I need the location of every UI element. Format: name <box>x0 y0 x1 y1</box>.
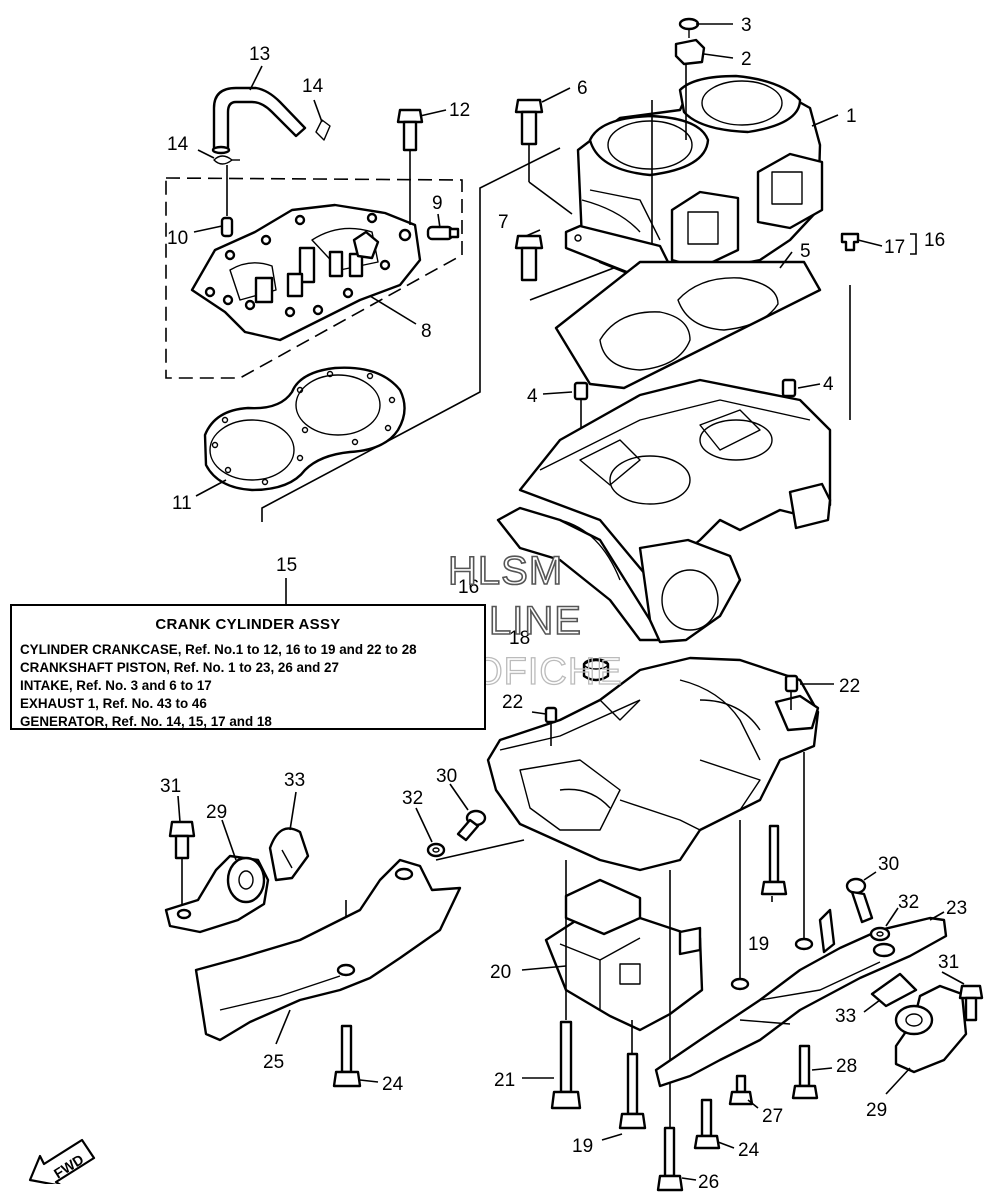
callout-30-right: 30 <box>878 854 899 875</box>
callout-4-left: 4 <box>527 386 538 407</box>
callout-31-right: 31 <box>938 952 959 973</box>
callout-29-left: 29 <box>206 802 227 823</box>
clip-14-lower <box>213 155 240 165</box>
callout-24-lower: 24 <box>738 1140 760 1161</box>
callout-22-right: 22 <box>839 676 860 697</box>
assembly-line-intake: INTAKE, Ref. No. 3 and 6 to 17 <box>20 678 212 693</box>
callout-17: 17 <box>884 237 905 258</box>
engine-mount-25 <box>194 858 462 1042</box>
callout-6: 6 <box>577 78 588 99</box>
assembly-title: CRANK CYLINDER ASSY <box>155 616 341 633</box>
hose-13 <box>211 86 307 155</box>
bolt-21 <box>550 1020 582 1110</box>
bolt-31-left <box>168 820 196 906</box>
nipple-10 <box>220 165 234 238</box>
callout-1: 1 <box>846 106 857 127</box>
plug-17 <box>840 232 860 252</box>
callout-23: 23 <box>946 898 967 919</box>
screw-3 <box>678 17 700 38</box>
watermark-line-1: HLSM <box>448 549 563 593</box>
bolt-6 <box>514 98 573 215</box>
callout-29-right: 29 <box>866 1100 887 1121</box>
callout-19-lower: 19 <box>572 1136 593 1157</box>
callout-30-left: 30 <box>436 766 457 787</box>
crankcase-lower <box>486 656 820 872</box>
callout-3: 3 <box>741 15 752 36</box>
callout-10: 10 <box>167 228 188 249</box>
engine-mount-23 <box>654 908 948 1088</box>
callout-11: 11 <box>172 493 192 514</box>
washer-32-right <box>869 926 891 942</box>
callout-4-right: 4 <box>823 374 834 395</box>
clip-14-upper <box>315 119 331 141</box>
fwd-arrow-icon: FWD <box>28 1138 96 1184</box>
callout-18: 18 <box>509 628 530 649</box>
callout-21: 21 <box>494 1070 515 1091</box>
gasket-5 <box>554 260 822 390</box>
callout-12: 12 <box>449 100 470 121</box>
cover-8 <box>190 203 422 342</box>
stopper-33-left <box>268 827 310 882</box>
bolt-26 <box>656 1126 684 1192</box>
stopper-33-right <box>870 972 918 1008</box>
bolt-12 <box>396 108 424 225</box>
bolt-31-right <box>958 984 984 1022</box>
callout-2: 2 <box>741 49 752 70</box>
bracket-16-17 <box>910 233 917 255</box>
joint-9 <box>426 225 460 241</box>
dowel-22-left <box>544 706 558 746</box>
callout-5: 5 <box>800 241 811 262</box>
seal-18 <box>582 658 610 682</box>
bolt-30-right <box>845 877 874 924</box>
callout-19-upper: 19 <box>748 934 769 955</box>
assembly-line-exhaust: EXHAUST 1, Ref. No. 43 to 46 <box>20 696 207 711</box>
callout-7: 7 <box>498 212 509 233</box>
callout-28: 28 <box>836 1056 857 1077</box>
cover-20 <box>544 878 704 1032</box>
callout-24-left: 24 <box>382 1074 404 1095</box>
callout-16-top: 16 <box>924 230 945 251</box>
bolt-19-lower <box>618 1052 647 1130</box>
crankcase-upper <box>496 378 832 644</box>
callout-33-right: 33 <box>835 1006 856 1027</box>
callout-22-left: 22 <box>502 692 523 713</box>
dowel-22-right <box>784 674 799 710</box>
cylinder-1 <box>576 60 824 284</box>
gasket-11 <box>203 366 406 492</box>
callout-33-left: 33 <box>284 770 305 791</box>
washer-32-left <box>426 842 446 858</box>
bolt-24-lower <box>693 1098 721 1150</box>
mount-rubber-29-left <box>164 854 270 934</box>
plug-2 <box>674 38 706 66</box>
assembly-line-generator: GENERATOR, Ref. No. 14, 15, 17 and 18 <box>20 714 272 729</box>
callout-15: 15 <box>276 555 297 576</box>
callout-20: 20 <box>490 962 511 983</box>
callout-32-left: 32 <box>402 788 423 809</box>
bolt-30-left <box>456 809 487 842</box>
assembly-line-crankshaft-piston: CRANKSHAFT PISTON, Ref. No. 1 to 23, 26 … <box>20 660 339 675</box>
mount-rubber-29-right <box>894 984 968 1074</box>
callout-8: 8 <box>421 321 432 342</box>
callout-32-right: 32 <box>898 892 919 913</box>
callout-25: 25 <box>263 1052 284 1073</box>
callout-14-upper: 14 <box>302 76 324 97</box>
assembly-line-cylinder-crankcase: CYLINDER CRANKCASE, Ref. No.1 to 12, 16 … <box>20 642 417 657</box>
callout-16-mid: 16 <box>458 577 479 598</box>
leader-lines <box>177 23 965 1181</box>
callout-9: 9 <box>432 193 443 214</box>
bolt-24-left <box>332 1024 362 1088</box>
callout-26: 26 <box>698 1172 719 1193</box>
callout-27: 27 <box>762 1106 783 1127</box>
bolt-28 <box>791 1044 819 1100</box>
callout-13: 13 <box>249 44 270 65</box>
callout-14-lower: 14 <box>167 134 189 155</box>
bolt-7 <box>514 234 544 282</box>
callout-numbers: 3 2 1 6 12 13 14 14 10 9 8 11 7 5 17 16 … <box>160 15 967 1193</box>
assembly-reference-box: CRANK CYLINDER ASSY CYLINDER CRANKCASE, … <box>10 604 486 730</box>
bolt-19-upper <box>760 824 788 896</box>
callout-31-left: 31 <box>160 776 181 797</box>
